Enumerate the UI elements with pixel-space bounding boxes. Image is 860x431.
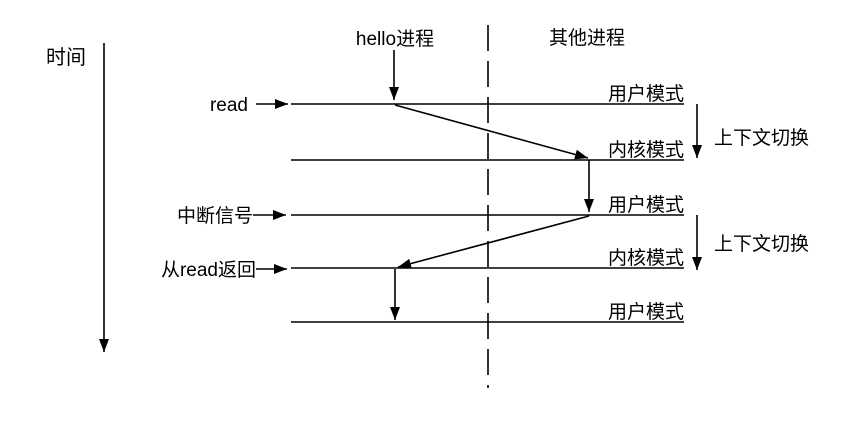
mode-label-kernel-2: 内核模式 (608, 247, 684, 269)
mode-label-user-3: 用户模式 (608, 301, 684, 323)
mode-label-kernel-1: 内核模式 (608, 139, 684, 161)
context-switch-label-2: 上下文切换 (714, 233, 809, 255)
context-switch-label-1: 上下文切换 (714, 127, 809, 149)
flow-diagonal-to-kernel (394, 104, 589, 160)
interrupt-event-label: 中断信号 (177, 205, 253, 227)
other-process-label: 其他进程 (549, 27, 625, 49)
read-event-label: read (210, 95, 248, 116)
flow-diagonal-back-to-hello (397, 215, 590, 269)
read-return-event-label: 从read返回 (161, 259, 256, 281)
hello-process-label: hello进程 (356, 28, 434, 50)
mode-label-user-1: 用户模式 (608, 83, 684, 105)
time-axis-label: 时间 (46, 46, 86, 69)
mode-label-user-2: 用户模式 (608, 194, 684, 216)
